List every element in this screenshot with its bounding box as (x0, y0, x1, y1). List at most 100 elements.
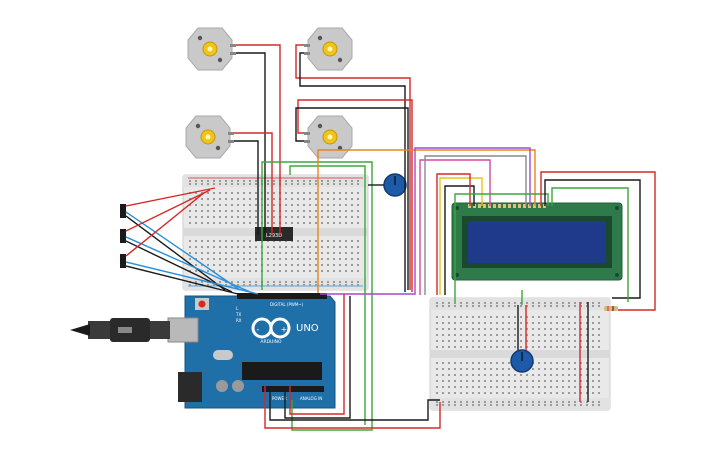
breadboard-hole (201, 210, 203, 212)
breadboard-hole (472, 305, 474, 307)
breadboard-hole (351, 192, 353, 194)
breadboard-hole (237, 180, 239, 182)
breadboard-hole (339, 240, 341, 242)
push-button-2[interactable] (120, 229, 126, 243)
breadboard-hole (321, 210, 323, 212)
breadboard-hole (231, 192, 233, 194)
breadboard-hole (255, 216, 257, 218)
breadboard-hole (574, 328, 576, 330)
breadboard-hole (562, 386, 564, 388)
wire-lcd-red-1 (436, 173, 471, 295)
wire-button1-black (125, 215, 226, 291)
breadboard-hole (297, 246, 299, 248)
breadboard-hole (592, 316, 594, 318)
breadboard-hole (237, 240, 239, 242)
breadboard-hole (556, 401, 558, 403)
push-button-1[interactable] (120, 204, 126, 218)
breadboard-hole (502, 380, 504, 382)
breadboard-hole (237, 204, 239, 206)
breadboard-hole (544, 374, 546, 376)
breadboard-hole (339, 284, 341, 286)
breadboard-hole (538, 340, 540, 342)
breadboard-hole (490, 368, 492, 370)
breadboard-hole (484, 368, 486, 370)
breadboard-hole (484, 305, 486, 307)
breadboard-hole (357, 284, 359, 286)
breadboard-hole (472, 340, 474, 342)
breadboard-hole (297, 204, 299, 206)
breadboard-hole (297, 222, 299, 224)
breadboard-hole (327, 264, 329, 266)
breadboard-hole (526, 316, 528, 318)
breadboard-hole (508, 386, 510, 388)
potentiometer-top[interactable] (383, 173, 407, 197)
breadboard-hole (219, 252, 221, 254)
breadboard-hole (345, 264, 347, 266)
breadboard-hole (327, 210, 329, 212)
breadboard-hole (568, 316, 570, 318)
breadboard-hole (291, 258, 293, 260)
breadboard-hole (436, 368, 438, 370)
breadboard-hole (568, 374, 570, 376)
breadboard-hole (225, 204, 227, 206)
breadboard-hole (460, 401, 462, 403)
breadboard-hole (496, 305, 498, 307)
breadboard-hole (442, 346, 444, 348)
dc-motor-top-left[interactable] (187, 27, 236, 71)
breadboard-hole (496, 322, 498, 324)
breadboard-hole (207, 192, 209, 194)
breadboard-hole (568, 380, 570, 382)
breadboard-hole (315, 246, 317, 248)
breadboard-hole (532, 340, 534, 342)
lcd-16x2-display[interactable] (451, 202, 623, 281)
breadboard-hole (351, 210, 353, 212)
breadboard-hole (544, 362, 546, 364)
breadboard-hole (460, 328, 462, 330)
breadboard-hole (574, 346, 576, 348)
breadboard-hole (243, 198, 245, 200)
breadboard-hole (484, 316, 486, 318)
breadboard-hole (526, 374, 528, 376)
breadboard-hole (568, 340, 570, 342)
breadboard-hole (502, 340, 504, 342)
breadboard-hole (339, 198, 341, 200)
resistor[interactable] (604, 306, 618, 311)
breadboard-hole (207, 204, 209, 206)
wire-green-1 (261, 161, 373, 431)
breadboard-hole (544, 386, 546, 388)
l293d-driver-ic[interactable]: L293D (255, 227, 293, 241)
dc-motor-top-right[interactable] (304, 27, 353, 71)
dc-motor-middle-right[interactable] (304, 115, 353, 159)
breadboard-hole (249, 198, 251, 200)
breadboard-hole (243, 240, 245, 242)
breadboard-hole (339, 270, 341, 272)
breadboard-hole (586, 380, 588, 382)
breadboard-hole (195, 264, 197, 266)
breadboard-hole (225, 216, 227, 218)
breadboard-hole (454, 386, 456, 388)
breadboard-hole (598, 404, 600, 406)
lcd-pin (518, 204, 521, 208)
breadboard-hole (496, 340, 498, 342)
breadboard-hole (574, 380, 576, 382)
breadboard-hole (213, 216, 215, 218)
potentiometer-bottom[interactable] (510, 349, 534, 373)
breadboard-hole (303, 204, 305, 206)
arduino-uno-board[interactable]: + - UNO ARDUINO DIGITAL (PWM~) POWER ANA… (167, 293, 336, 409)
push-button-3[interactable] (120, 254, 126, 268)
breadboard-hole (255, 204, 257, 206)
breadboard-hole (285, 246, 287, 248)
breadboard-hole (321, 183, 323, 185)
usb-cable[interactable] (70, 318, 170, 342)
breadboard-hole (189, 183, 191, 185)
breadboard-hole (339, 180, 341, 182)
dc-motor-middle-left[interactable] (185, 115, 234, 159)
breadboard-hole (249, 270, 251, 272)
breadboard-hole (279, 270, 281, 272)
breadboard-hole (502, 404, 504, 406)
breadboard-hole (279, 258, 281, 260)
breadboard-hole (580, 334, 582, 336)
breadboard-hole (213, 240, 215, 242)
breadboard-hole (442, 328, 444, 330)
breadboard-hole (574, 374, 576, 376)
